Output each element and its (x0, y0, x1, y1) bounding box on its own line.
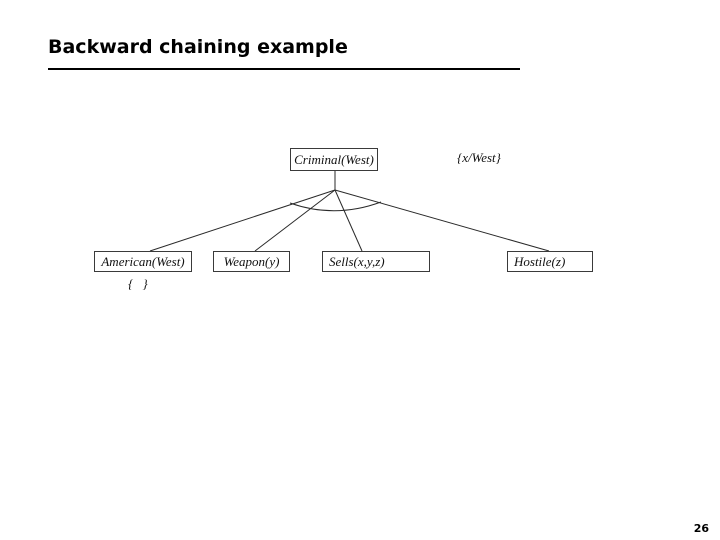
node-criminal-west: Criminal(West) (290, 148, 378, 171)
page-number: 26 (693, 522, 709, 535)
edge-to-sells (334, 189, 363, 252)
node-sells-xyz: Sells(x,y,z) (322, 251, 430, 272)
node-american-west: American(West) (94, 251, 192, 272)
edge-to-american (149, 189, 336, 252)
node-weapon-y: Weapon(y) (213, 251, 290, 272)
slide-title: Backward chaining example (48, 36, 348, 58)
edge-to-weapon (254, 189, 336, 252)
substitution-empty: { } (128, 276, 151, 291)
edge-to-hostile (334, 189, 550, 252)
title-underline (48, 68, 520, 70)
substitution-x-west: {x/West} (457, 150, 501, 165)
node-hostile-z: Hostile(z) (507, 251, 593, 272)
and-arc (289, 201, 382, 212)
